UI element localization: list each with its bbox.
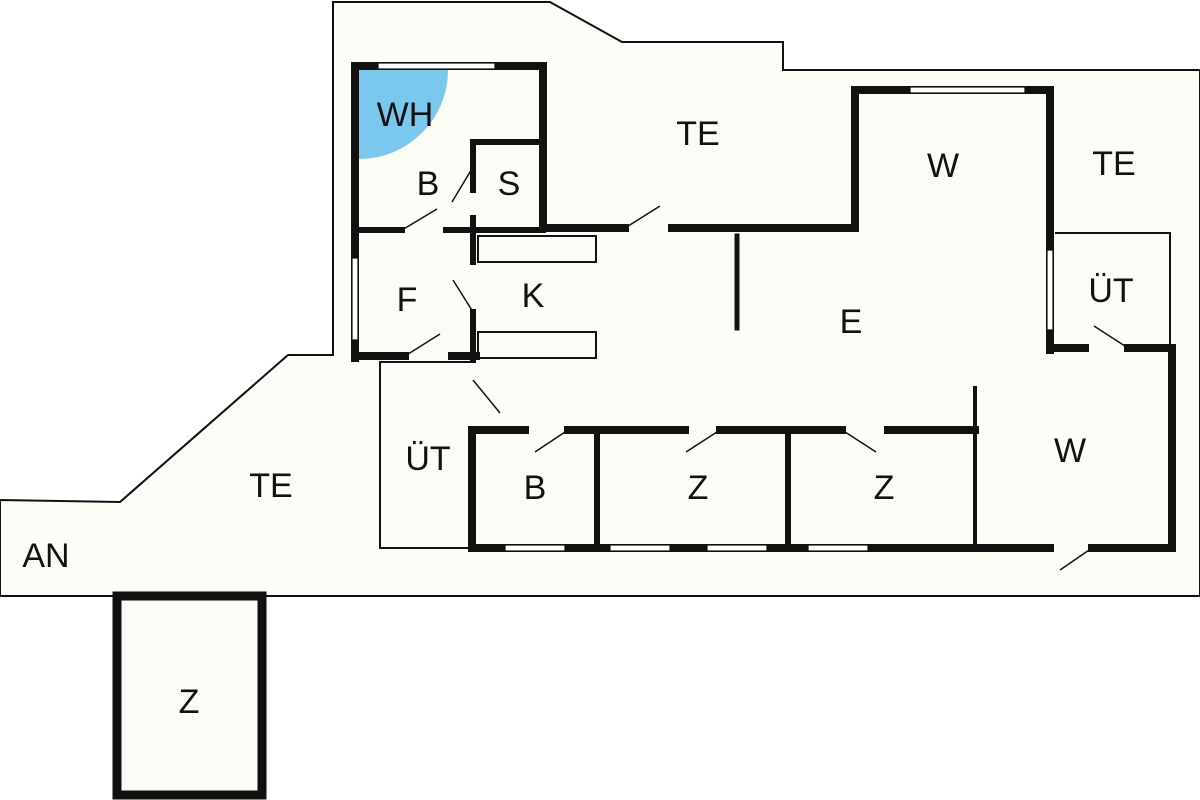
- room-label-f: F: [397, 281, 418, 319]
- room-label-b1: B: [417, 165, 440, 203]
- room-label-te3: TE: [249, 467, 292, 505]
- garage-floor: [117, 596, 262, 795]
- room-label-s: S: [498, 165, 521, 203]
- room-label-z3: Z: [179, 683, 200, 721]
- room-label-z2: Z: [874, 469, 895, 507]
- room-label-te1: TE: [676, 115, 719, 153]
- room-label-ut1: ÜT: [1088, 272, 1133, 310]
- room-label-e: E: [840, 303, 863, 341]
- windows: [351, 62, 1054, 552]
- room-label-k: K: [522, 277, 545, 315]
- room-labels: WH B S F K TE W TE E ÜT ÜT TE B Z Z W AN…: [22, 96, 1135, 721]
- room-label-wh: WH: [377, 96, 434, 134]
- room-label-ut2: ÜT: [405, 440, 450, 478]
- terrace-area: [0, 1, 1200, 597]
- wellness-highlight: [359, 70, 448, 159]
- walls: [112, 62, 1176, 800]
- room-label-an: AN: [22, 537, 69, 575]
- room-label-te2: TE: [1092, 145, 1135, 183]
- room-label-w2: W: [1054, 432, 1086, 470]
- room-label-w1: W: [927, 147, 959, 185]
- room-label-z1: Z: [688, 469, 709, 507]
- door-swings: [401, 166, 1129, 571]
- room-label-b2: B: [524, 469, 547, 507]
